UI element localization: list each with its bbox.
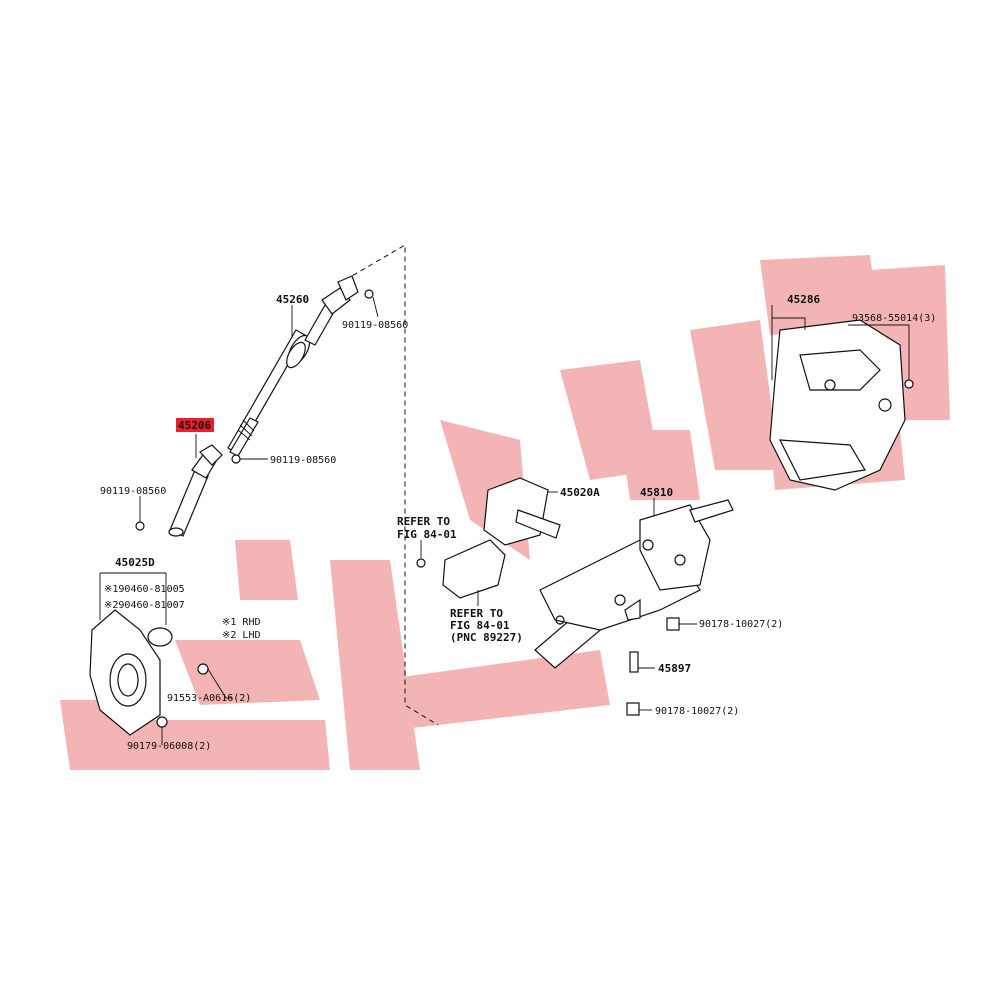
label-note-1: ※190460-81005 [104, 584, 185, 595]
lower-shaft-illustration [168, 444, 223, 537]
label-note-2: ※290460-81007 [104, 600, 185, 611]
assembly-boundary [344, 244, 439, 726]
label-45897: 45897 [658, 662, 691, 675]
label-refer-2a: REFER TO [450, 607, 503, 620]
label-45020a: 45020A [560, 486, 600, 499]
label-45810: 45810 [640, 486, 673, 499]
column-cover-illustration [89, 609, 173, 736]
upper-cover-illustration [769, 319, 906, 491]
intermediate-shaft-illustration [227, 275, 359, 457]
label-refer-1a: REFER TO [397, 515, 450, 528]
label-90119-mid: 90119-08560 [270, 455, 336, 466]
label-lhd: ※2 LHD [222, 630, 260, 641]
highlight-box [176, 418, 214, 432]
part-labels: 45260 90119-08560 45206 90119-08560 9011… [100, 293, 936, 752]
steering-column-illustration [534, 499, 734, 669]
label-45260: 45260 [276, 293, 309, 306]
label-refer-1b: FIG 84-01 [397, 528, 457, 541]
label-90178-b: 90178-10027(2) [655, 706, 739, 717]
label-refer-2b: FIG 84-01 [450, 619, 510, 632]
label-90179: 90179-06008(2) [127, 741, 211, 752]
label-45025d: 45025D [115, 556, 155, 569]
label-45286: 45286 [787, 293, 820, 306]
label-90119-left: 90119-08560 [100, 486, 166, 497]
label-90119-top: 90119-08560 [342, 320, 408, 331]
label-91553: 91553-A0616(2) [167, 693, 251, 704]
label-93568: 93568-55014(3) [852, 313, 936, 324]
label-refer-2c: (PNC 89227) [450, 631, 523, 644]
motor-assembly-illustration [442, 477, 561, 599]
label-rhd: ※1 RHD [222, 617, 260, 628]
leader-lines [99, 296, 910, 745]
label-45206: 45206 [178, 419, 211, 432]
bolt-icons [135, 289, 914, 728]
label-90178-a: 90178-10027(2) [699, 619, 783, 630]
